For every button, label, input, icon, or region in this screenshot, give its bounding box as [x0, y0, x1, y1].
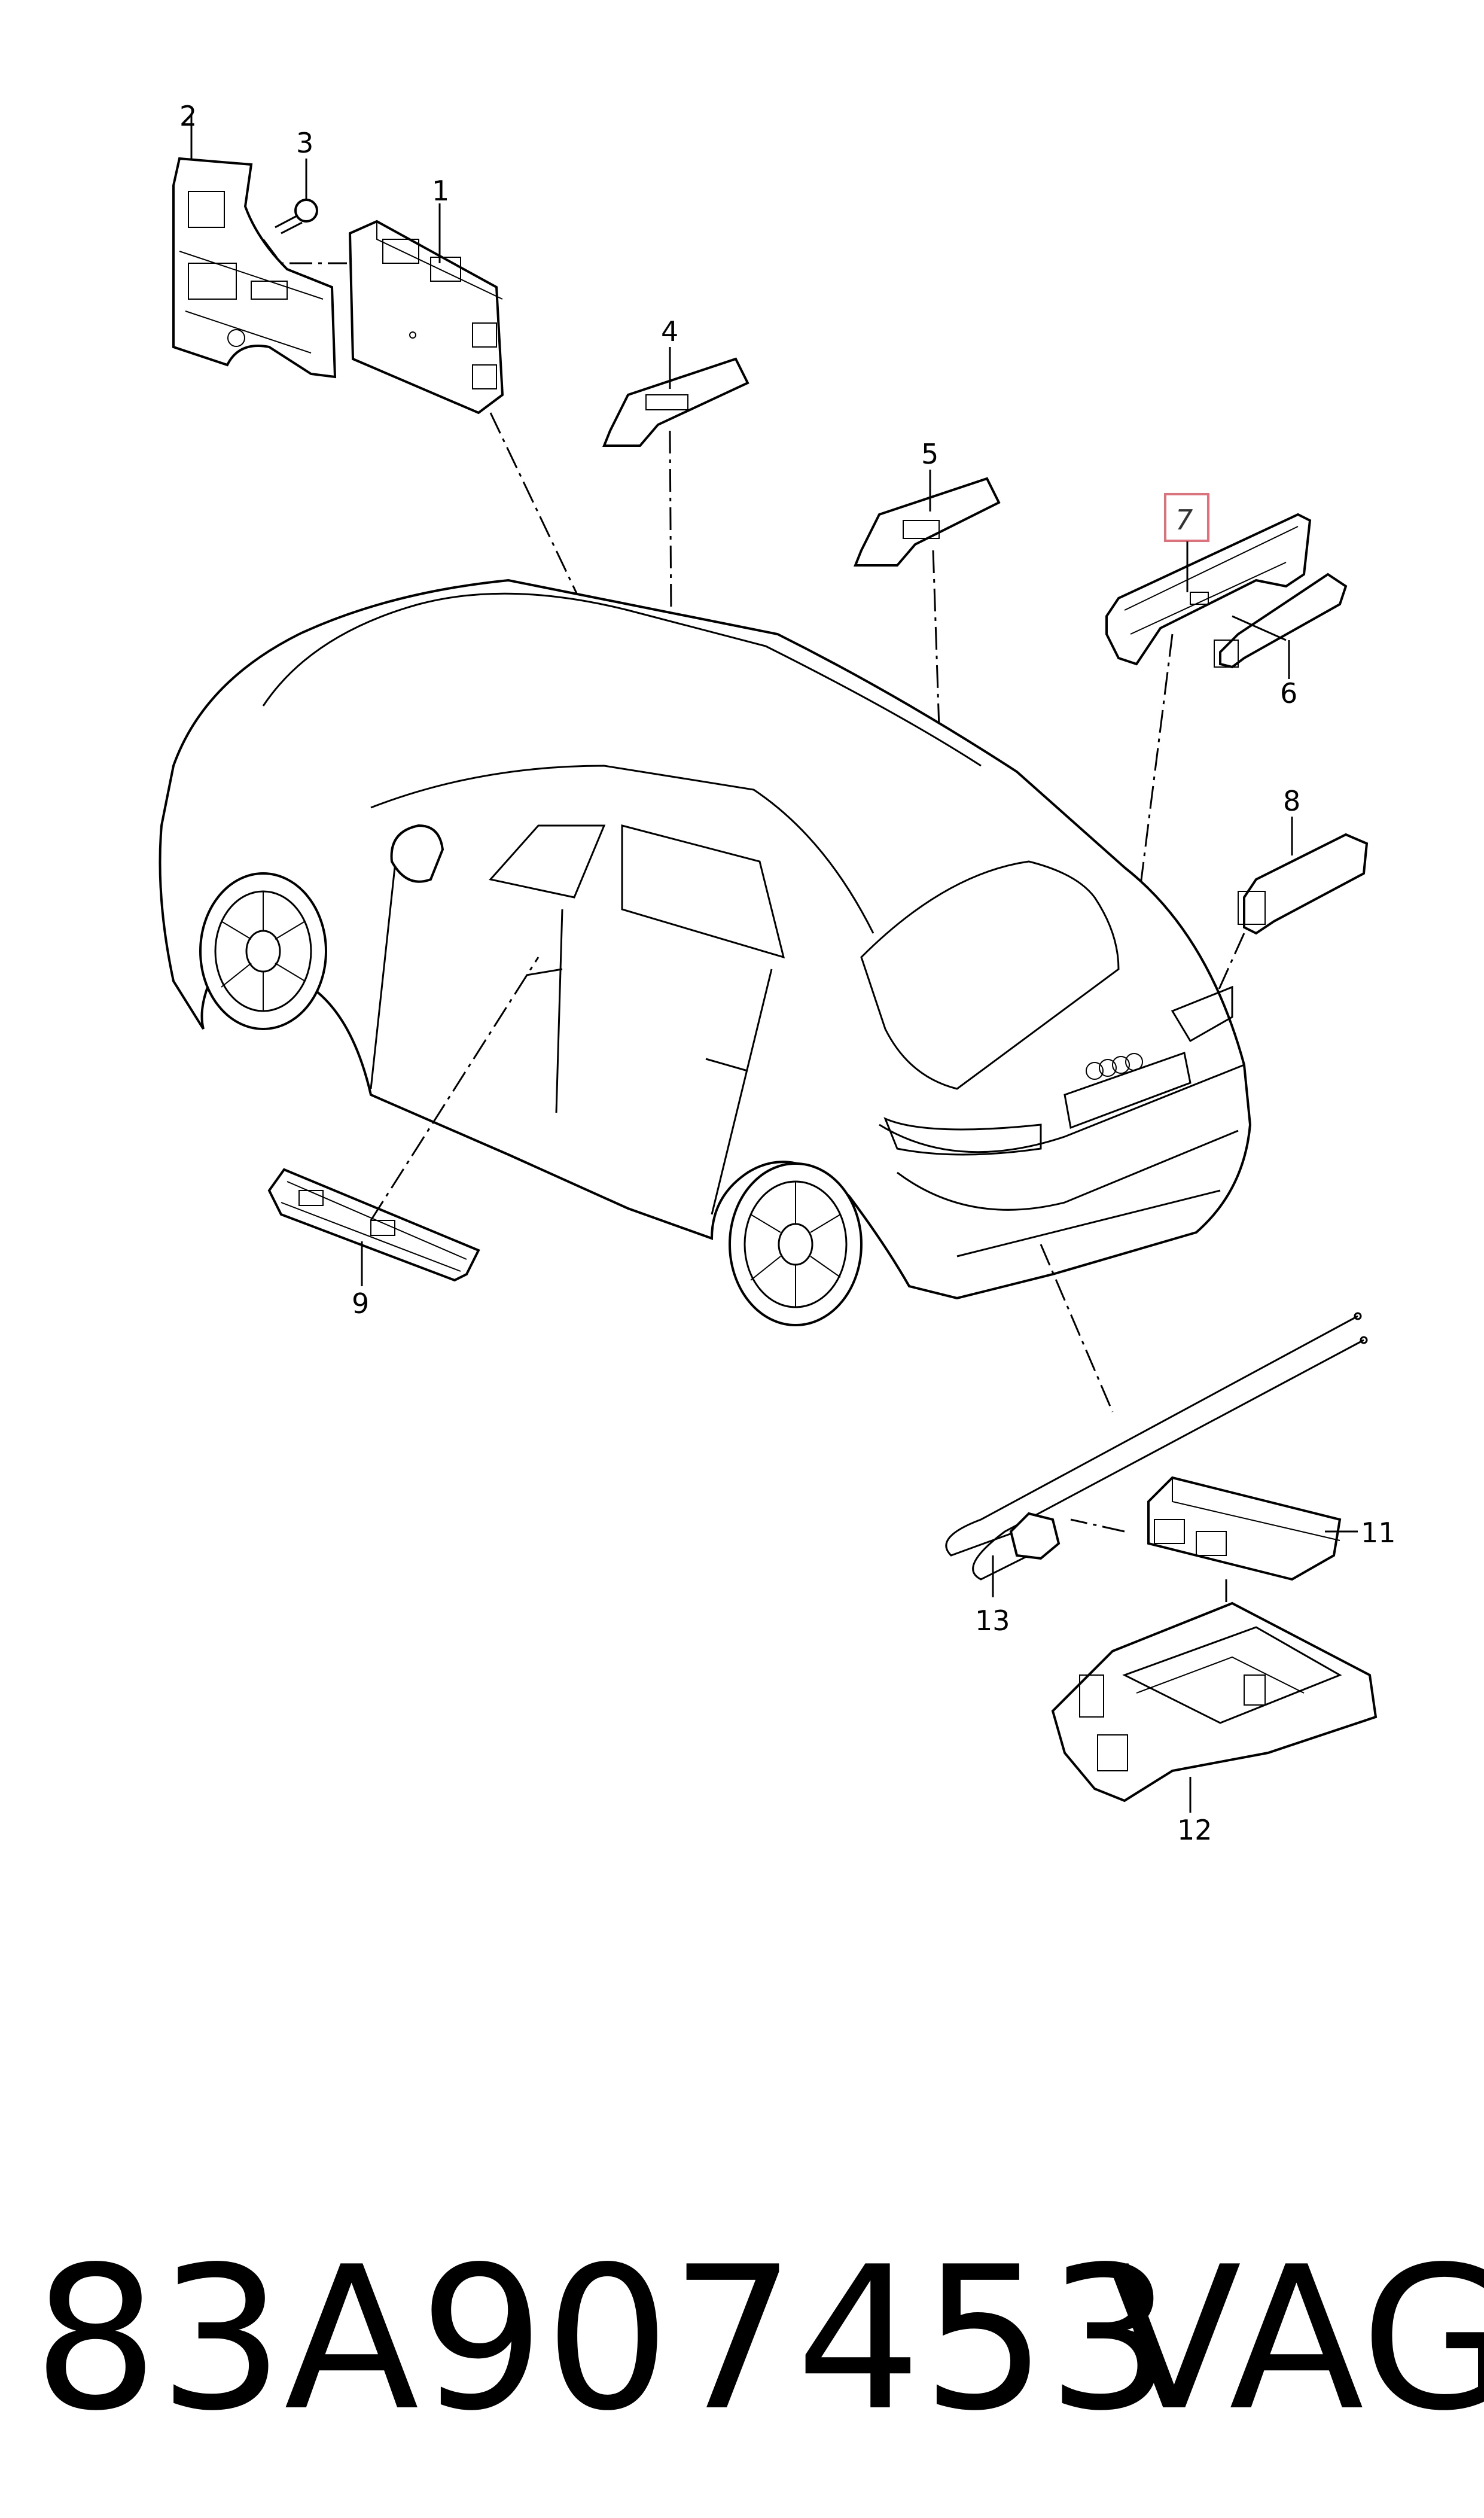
callout-3: 3 — [296, 127, 313, 159]
antenna-cable — [945, 1312, 1368, 1581]
parts-diagram: 2 3 1 4 5 7 — [159, 100, 1396, 1846]
callout-6: 6 — [1280, 677, 1297, 710]
callout-9: 9 — [352, 1287, 369, 1320]
part-12-mounting-tray — [1051, 1601, 1378, 1803]
part-3-screw — [275, 199, 318, 235]
part-6-module — [1214, 573, 1348, 669]
callout-8: 8 — [1283, 785, 1300, 817]
callout-4: 4 — [661, 315, 678, 348]
part-2-bracket — [172, 157, 337, 379]
callout-7-highlight-box — [1164, 493, 1209, 542]
brand-rings-logo — [1086, 1053, 1143, 1080]
part-13-connector — [1009, 1512, 1061, 1560]
callout-11: 11 — [1361, 1517, 1396, 1549]
callout-12: 12 — [1177, 1814, 1212, 1846]
part-11-amplifier — [1147, 1476, 1342, 1581]
callout-7: 7 — [1175, 504, 1193, 536]
brand-name: VAG — [1107, 2224, 1484, 2454]
callout-2: 2 — [179, 100, 197, 132]
callout-5: 5 — [921, 438, 938, 470]
part-8-module — [1238, 833, 1369, 935]
part-number: 83A907453 — [33, 2224, 1173, 2454]
callout-13: 13 — [975, 1604, 1010, 1637]
part-5-antenna — [854, 477, 1001, 567]
part-7-bracket — [1105, 513, 1312, 666]
vehicle-outline — [159, 578, 1252, 1326]
rear-wheel — [729, 1162, 863, 1326]
part-4-antenna — [602, 357, 749, 447]
front-wheel — [199, 872, 327, 1030]
callout-1: 1 — [432, 175, 449, 207]
part-1-control-module — [348, 220, 504, 415]
part-9-sensor-strip — [267, 1168, 480, 1282]
